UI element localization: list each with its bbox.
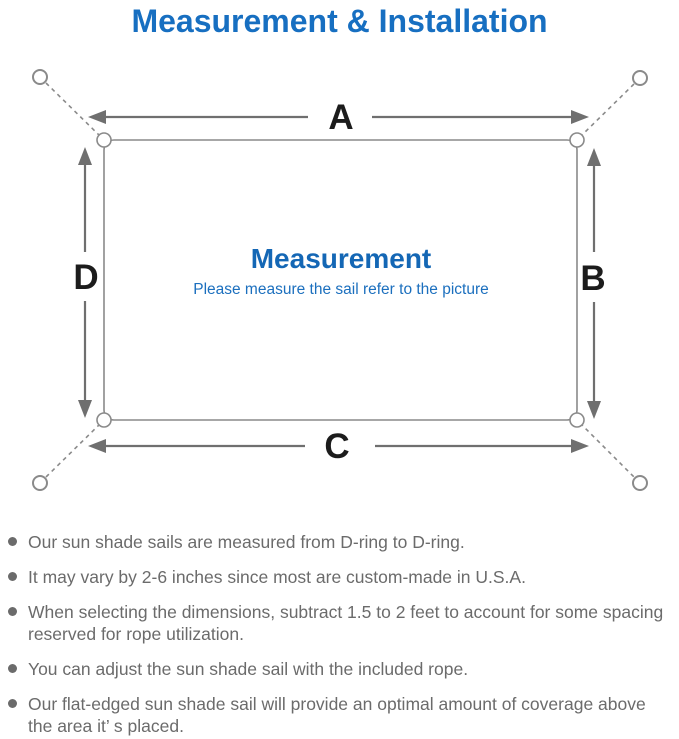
dimension-arrow-b: B <box>580 148 606 419</box>
note-text: Our flat-edged sun shade sail will provi… <box>28 694 646 736</box>
arrow-d-down-head <box>78 400 92 418</box>
anchor-ring-top-left <box>32 69 48 85</box>
page-title: Measurement & Installation <box>131 3 548 39</box>
list-item: It may vary by 2-6 inches since most are… <box>8 566 677 588</box>
d-ring-bottom-left <box>96 412 112 428</box>
rope-line-bottom-right <box>579 422 635 478</box>
measurement-diagram: A C D B Measurement Please meas <box>32 69 648 491</box>
arrow-c-right-head <box>571 439 589 453</box>
dimension-arrow-d: D <box>73 147 99 418</box>
sail-rectangle <box>103 139 578 421</box>
dimension-arrow-a: A <box>88 98 589 137</box>
list-item: You can adjust the sun shade sail with t… <box>8 658 677 680</box>
notes-list: Our sun shade sails are measured from D-… <box>8 531 677 739</box>
arrow-a-left-head <box>88 110 106 124</box>
anchor-ring-bottom-right <box>632 475 648 491</box>
bullet-icon <box>8 607 17 616</box>
arrow-a-right-head <box>571 110 589 124</box>
arrow-b-down-head <box>587 401 601 419</box>
anchor-ring-bottom-left <box>32 475 48 491</box>
rope-line-top-left <box>45 82 102 138</box>
bullet-icon <box>8 699 17 708</box>
arrow-c-left-head <box>88 439 106 453</box>
arrow-d-up-head <box>78 147 92 165</box>
rope-line-bottom-left <box>45 422 102 478</box>
d-ring-top-left <box>96 132 112 148</box>
dimension-label-c: C <box>324 427 349 466</box>
arrow-b-up-head <box>587 148 601 166</box>
dimension-arrow-c: C <box>88 427 589 466</box>
anchor-ring-top-right <box>632 70 648 86</box>
rope-line-top-right <box>579 83 635 138</box>
note-text: You can adjust the sun shade sail with t… <box>28 659 469 679</box>
bullet-icon <box>8 664 17 673</box>
d-ring-top-right <box>569 132 585 148</box>
note-text: When selecting the dimensions, subtract … <box>28 602 664 644</box>
list-item: Our flat-edged sun shade sail will provi… <box>8 693 677 737</box>
list-item: When selecting the dimensions, subtract … <box>8 601 677 645</box>
dimension-label-d: D <box>73 258 98 297</box>
bullet-icon <box>8 572 17 581</box>
bullet-icon <box>8 537 17 546</box>
note-text: It may vary by 2-6 inches since most are… <box>28 567 526 587</box>
dimension-label-a: A <box>328 98 353 137</box>
diagram-subtitle: Please measure the sail refer to the pic… <box>193 281 489 298</box>
list-item: Our sun shade sails are measured from D-… <box>8 531 677 553</box>
diagram-heading: Measurement <box>251 243 432 274</box>
d-ring-bottom-right <box>569 412 585 428</box>
note-text: Our sun shade sails are measured from D-… <box>28 532 465 552</box>
dimension-label-b: B <box>580 259 605 298</box>
